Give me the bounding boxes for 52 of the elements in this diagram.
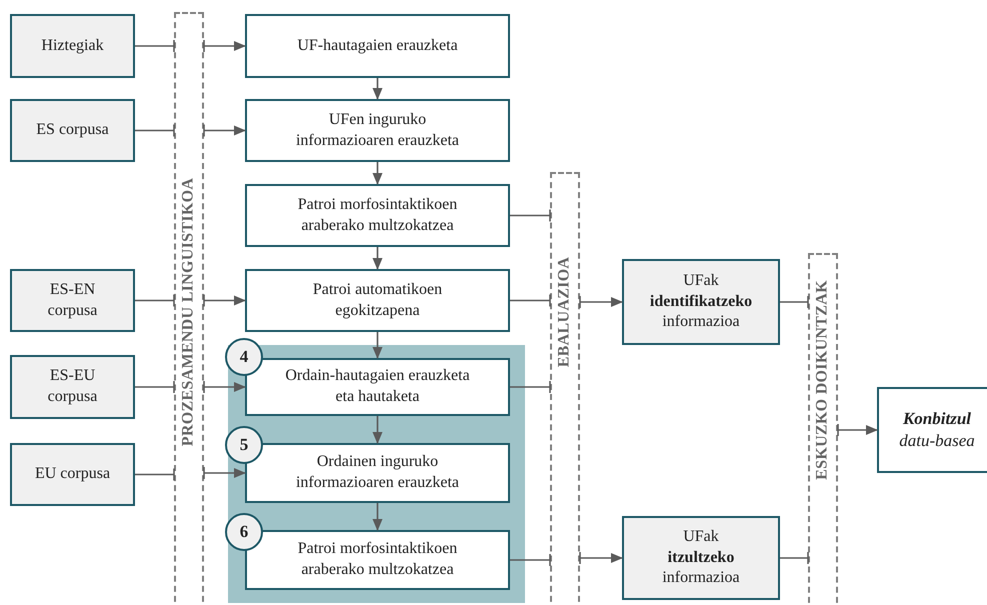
box-label: Ordainen inguruko informazioaren erauzketa <box>294 452 460 493</box>
step-number: 6 <box>240 520 248 543</box>
arrow <box>203 124 246 138</box>
stage-label: EBALUAZIOA <box>554 256 574 368</box>
source-box <box>10 355 135 419</box>
source-box <box>622 516 780 600</box>
box-label: ES-EN corpusa <box>46 280 98 320</box>
arrow <box>579 295 623 309</box>
database-box <box>877 387 987 473</box>
arrow <box>579 551 623 565</box>
box-label: Patroi morfosintaktikoen araberako multzokatzea <box>296 539 458 580</box>
arrow <box>372 503 382 531</box>
stage-band <box>808 253 838 605</box>
box-label: Patroi morfosintaktikoen araberako multzokatzea <box>296 194 458 236</box>
box-label: Hiztegiak <box>41 36 104 56</box>
arrow <box>372 78 382 100</box>
process-box <box>245 99 510 162</box>
box-label: ES corpusa <box>36 120 109 140</box>
stage-label: ESKUZKO DOIKUNTZAK <box>812 280 832 480</box>
source-box <box>10 269 135 332</box>
process-box <box>245 184 510 247</box>
arrow <box>372 332 382 359</box>
box-label: UFak identifikatzeko informazioa <box>648 270 754 332</box>
arrow <box>372 162 382 185</box>
arrow <box>372 416 382 444</box>
box-label: EU corpusa <box>34 464 110 484</box>
arrow <box>203 466 246 480</box>
step-circle <box>225 513 263 551</box>
process-box <box>245 14 510 78</box>
arrow <box>203 294 246 308</box>
source-box <box>10 14 135 78</box>
box-label: UFak itzultzeko informazioa <box>661 526 741 588</box>
step-circle <box>225 426 263 464</box>
box-label: Konbitzul <box>902 408 972 430</box>
arrow <box>203 39 246 53</box>
step-number: 4 <box>240 346 248 368</box>
source-box <box>10 443 135 506</box>
arrow <box>372 247 382 270</box>
step-number: 5 <box>240 434 248 456</box>
box-label: Patroi automatikoen egokitzapena <box>312 280 444 320</box>
step-circle <box>225 338 263 376</box>
box-label: UF-hautagaien erauzketa <box>297 36 458 56</box>
source-box <box>10 99 135 162</box>
box-label: datu-basea <box>899 430 975 452</box>
process-box <box>245 269 510 332</box>
box-label: ES-EU corpusa <box>46 366 98 407</box>
arrow <box>837 423 878 437</box>
source-box <box>622 259 780 345</box>
stage-label: PROZESAMENDU LINGUISTIKOA <box>178 178 198 446</box>
box-label: Ordain-hautagaien erauzketa eta hautaketa <box>284 366 471 407</box>
arrow <box>203 380 246 394</box>
box-label: UFen inguruko informazioaren erauzketa <box>294 110 460 150</box>
